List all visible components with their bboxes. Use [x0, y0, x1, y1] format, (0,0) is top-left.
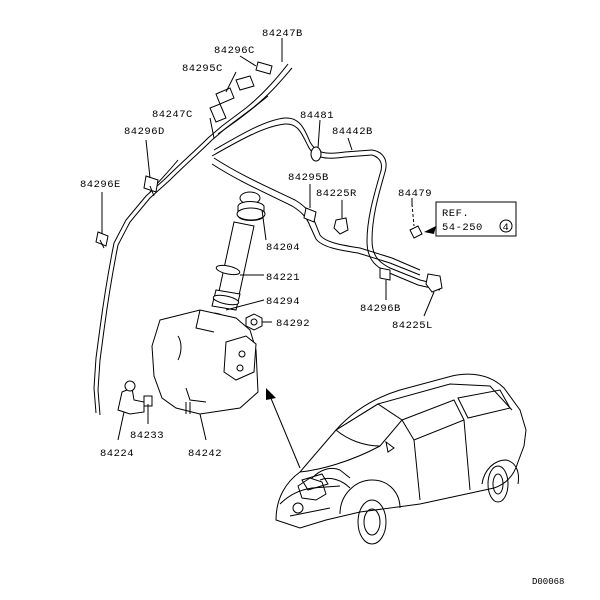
label-84296D: 84296D — [124, 126, 165, 138]
label-84442B: 84442B — [332, 126, 373, 138]
locator-arrow — [266, 388, 301, 469]
label-84295C: 84295C — [182, 63, 223, 75]
label-84224: 84224 — [100, 448, 134, 460]
label-84295B: 84295B — [288, 172, 329, 184]
label-84296C: 84296C — [214, 45, 255, 57]
reference-box: REF. 54-250 4 — [435, 201, 517, 237]
clip-84296E — [95, 231, 109, 249]
label-84296E: 84296E — [80, 179, 121, 191]
reference-circle — [499, 219, 513, 233]
label-84247B: 84247B — [262, 28, 303, 40]
filler-neck-84221 — [211, 221, 255, 311]
car-locator-illustration — [275, 373, 527, 545]
label-84225L: 84225L — [392, 320, 433, 332]
label-84479: 84479 — [398, 188, 432, 200]
clip-84296D — [143, 175, 159, 197]
label-84225R: 84225R — [316, 188, 357, 200]
label-84481: 84481 — [300, 110, 334, 122]
clip-84296B — [379, 267, 391, 281]
connector-84479 — [409, 203, 436, 239]
label-84204: 84204 — [266, 242, 300, 254]
reference-line2: 54-250 — [442, 222, 483, 234]
label-84296B: 84296B — [360, 303, 401, 315]
label-84242: 84242 — [188, 448, 222, 460]
reference-circled-number: 4 — [503, 222, 510, 234]
label-84221: 84221 — [266, 272, 300, 284]
nozzle-84295C — [209, 87, 235, 123]
nozzle-84296C — [235, 61, 273, 91]
label-84233: 84233 — [130, 430, 164, 442]
label-84292: 84292 — [276, 318, 310, 330]
label-84294: 84294 — [266, 296, 300, 308]
label-84247C: 84247C — [152, 109, 193, 121]
nozzle-84225R — [333, 217, 349, 235]
washer-tank-84242 — [151, 309, 259, 415]
filler-cap-84204 — [236, 191, 266, 221]
check-valve-84481 — [310, 146, 322, 162]
washer-hose-main — [93, 63, 441, 416]
diagram-code: D00068 — [532, 577, 564, 587]
washer-pump-84224 — [117, 380, 145, 415]
nut-84292 — [245, 313, 263, 331]
reference-line1: REF. — [442, 208, 469, 220]
nozzle-84225L — [425, 273, 443, 293]
joint-84295B — [303, 207, 317, 223]
leader-lines — [101, 38, 435, 441]
